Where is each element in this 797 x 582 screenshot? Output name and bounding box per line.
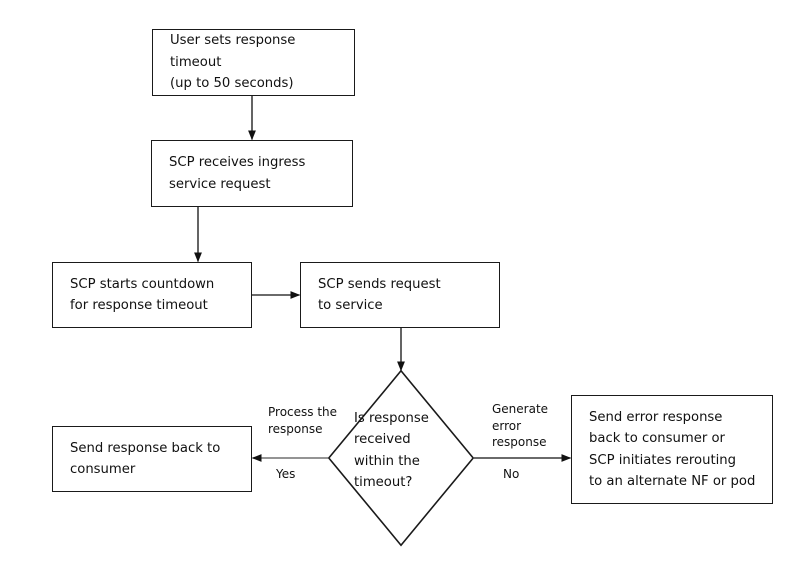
- node-label: SCP receives ingress service request: [169, 155, 306, 192]
- node-label: SCP starts countdown for response timeou…: [70, 276, 215, 313]
- node-scp-sends-request[interactable]: SCP sends request to service: [300, 262, 500, 328]
- edge-label-no: No: [503, 467, 520, 481]
- node-scp-receives-ingress[interactable]: SCP receives ingress service request: [151, 140, 353, 207]
- node-send-error-response[interactable]: Send error response back to consumer or …: [571, 395, 773, 504]
- node-send-response-back-to-consumer[interactable]: Send response back to consumer: [52, 426, 252, 492]
- node-label: Send response back to consumer: [70, 440, 221, 477]
- decision-label: Is response received within the timeout?: [354, 411, 429, 491]
- node-scp-starts-countdown[interactable]: SCP starts countdown for response timeou…: [52, 262, 252, 328]
- node-is-response-received[interactable]: Is response received within the timeout?: [327, 369, 475, 547]
- edge-label-yes: Yes: [276, 467, 296, 481]
- edge-label-generate-error-response: Generate error response: [492, 402, 549, 450]
- node-user-sets-timeout[interactable]: User sets response timeout (up to 50 sec…: [152, 29, 355, 96]
- node-label: Send error response back to consumer or …: [589, 409, 756, 489]
- diamond-shape: [327, 369, 475, 547]
- node-label: User sets response timeout (up to 50 sec…: [170, 33, 296, 92]
- edge-label-process-the-response: Process the response: [268, 405, 338, 436]
- node-label: SCP sends request to service: [318, 276, 441, 313]
